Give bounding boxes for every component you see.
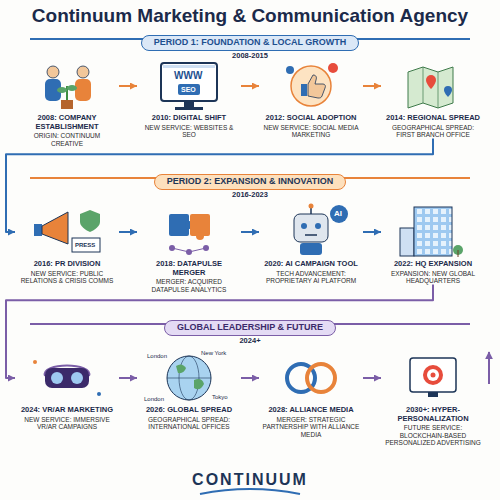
icon-space (261, 350, 361, 406)
period-title: PERIOD 2: EXPANSION & INNOVATION (154, 174, 347, 190)
map-icon (408, 67, 453, 108)
vr-headset-icon (33, 360, 101, 396)
future-arrow (488, 352, 490, 384)
milestone-heading: 2028: ALLIANCE MEDIA (261, 406, 361, 415)
milestone-heading: 2010: DIGITAL SHIFT (139, 114, 239, 123)
milestone: 2014: REGIONAL SPREADGEOGRAPHICAL SPREAD… (381, 58, 485, 139)
social-icon (286, 63, 338, 106)
timeline-connector (119, 231, 137, 233)
press-sheet: PRESS (75, 242, 95, 248)
founders-icon (45, 66, 91, 109)
icon-space (17, 350, 117, 406)
brand-logo: CONTINUUM (0, 472, 500, 488)
icon-space (261, 58, 361, 114)
milestone-detail: NEW SERVICE: SOCIAL MEDIA MARKETING (261, 124, 361, 139)
milestone-heading: 2014: REGIONAL SPREAD (383, 114, 483, 123)
milestone-detail: NEW SERVICE: IMMERSIVE VR/AR CAMPAIGNS (17, 416, 117, 431)
period-years: 2008-2015 (0, 52, 500, 60)
milestone-heading: 2024: VR/AR MARKETING (17, 406, 117, 415)
period-years: 2024+ (0, 337, 500, 345)
timeline-connector (119, 377, 137, 379)
milestone-detail: GEOGRAPHICAL SPREAD: FIRST BRANCH OFFICE (383, 124, 483, 139)
timeline-connector (363, 231, 381, 233)
timeline-connector (6, 285, 433, 378)
timeline-connector (119, 85, 137, 87)
icon-space (383, 350, 483, 406)
milestone-heading: 2020: AI CAMPAIGN TOOL (261, 260, 361, 269)
diagram-title: Continuum Marketing & Communication Agen… (0, 5, 500, 27)
milestone: 2028: ALLIANCE MEDIAMERGER: STRATEGIC PA… (259, 350, 363, 438)
milestone-detail: GEOGRAPHICAL SPREAD: INTERNATIONAL OFFIC… (139, 416, 239, 431)
milestone: 2018: DATAPULSE MERGERMERGER: ACQUIRED D… (137, 204, 241, 293)
merger-icon (169, 214, 210, 255)
icon-space (17, 204, 117, 260)
city-label: New York (200, 350, 227, 356)
period-title: GLOBAL LEADERSHIP & FUTURE (164, 320, 336, 336)
milestone-detail: MERGER: ACQUIRED DATAPULSE ANALYTICS (139, 278, 239, 293)
robot-icon (294, 204, 348, 256)
milestone: 2026: GLOBAL SPREADGEOGRAPHICAL SPREAD: … (137, 350, 241, 431)
milestone: 2008: COMPANY ESTABLISHMENTORIGIN: CONTI… (15, 58, 119, 147)
period-banner: PERIOD 2: EXPANSION & INNOVATION2016-202… (0, 170, 500, 199)
timeline-connector (241, 377, 259, 379)
alliance-rings-icon (287, 364, 335, 392)
icon-space (17, 58, 117, 114)
monitor-icon (161, 63, 217, 110)
timeline-connector (363, 85, 381, 87)
milestone-detail: NEW SERVICE: WEBSITES & SEO (139, 124, 239, 139)
icon-space (261, 204, 361, 260)
period-years: 2016-2023 (0, 191, 500, 199)
milestone-heading: 2012: SOCIAL ADOPTION (261, 114, 361, 123)
timeline-connector (241, 85, 259, 87)
milestone-heading: 2030+: HYPER-PERSONALIZATION (383, 406, 483, 423)
city-label: Tokyo (211, 394, 229, 400)
globe-icon (167, 356, 211, 400)
icon-space (383, 204, 483, 260)
personalization-icon (410, 358, 456, 397)
milestone-heading: 2022: HQ EXPANSION (383, 260, 483, 269)
milestone: 2030+: HYPER-PERSONALIZATIONFUTURE SERVI… (381, 350, 485, 447)
milestone: 2022: HQ EXPANSIONEXPANSION: NEW GLOBAL … (381, 204, 485, 285)
city-label: London (143, 396, 165, 402)
milestone-detail: MERGER: STRATEGIC PARTNERSHIP WITH ALLIA… (261, 416, 361, 438)
milestone-detail: FUTURE SERVICE: BLOCKCHAIN-BASED PERSONA… (383, 424, 483, 446)
milestone-heading: 2018: DATAPULSE MERGER (139, 260, 239, 277)
period-title: PERIOD 1: FOUNDATION & LOCAL GROWTH (141, 35, 360, 51)
city-label: London (146, 353, 168, 359)
milestone-detail: ORIGIN: CONTINUUM CREATIVE (17, 132, 117, 147)
ai-badge: AI (334, 210, 342, 218)
milestone-heading: 2016: PR DIVISION (17, 260, 117, 269)
milestone: 2016: PR DIVISIONNEW SERVICE: PUBLIC REL… (15, 204, 119, 285)
milestone: 2024: VR/AR MARKETINGNEW SERVICE: IMMERS… (15, 350, 119, 431)
milestone-heading: 2008: COMPANY ESTABLISHMENT (17, 114, 117, 131)
megaphone-icon (34, 210, 100, 252)
icon-space (383, 58, 483, 114)
milestone-detail: NEW SERVICE: PUBLIC RELATIONS & CRISIS C… (17, 270, 117, 285)
screen-text: WWW (174, 71, 202, 81)
icon-space (139, 204, 239, 260)
timeline-connector (6, 139, 433, 232)
period-banner: PERIOD 1: FOUNDATION & LOCAL GROWTH2008-… (0, 31, 500, 60)
seo-badge: SEO (181, 86, 196, 93)
timeline-connector (241, 231, 259, 233)
milestone: 2012: SOCIAL ADOPTIONNEW SERVICE: SOCIAL… (259, 58, 363, 139)
headquarters-icon (400, 207, 463, 257)
milestone: 2020: AI CAMPAIGN TOOLTECH ADVANCEMENT: … (259, 204, 363, 285)
milestone-heading: 2026: GLOBAL SPREAD (139, 406, 239, 415)
timeline-connector (363, 377, 381, 379)
period-banner: GLOBAL LEADERSHIP & FUTURE2024+ (0, 316, 500, 345)
milestone-detail: TECH ADVANCEMENT: PROPRIETARY AI PLATFOR… (261, 270, 361, 285)
milestone-detail: EXPANSION: NEW GLOBAL HEADQUARTERS (383, 270, 483, 285)
logo-swoosh (200, 489, 300, 494)
